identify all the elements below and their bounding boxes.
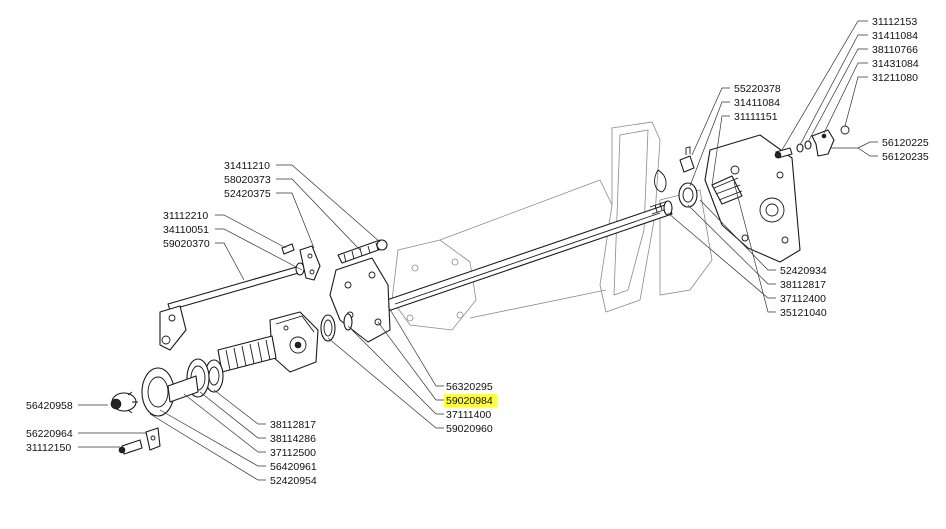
bracket-hardware — [774, 125, 850, 159]
brake-arm — [281, 243, 321, 281]
highlighted-part-number[interactable]: 59020984 — [446, 395, 493, 407]
part-number-label[interactable]: 59020960 — [446, 423, 493, 435]
part-number-label[interactable]: 37111400 — [446, 409, 491, 421]
part-number-label[interactable]: 31431084 — [872, 58, 919, 70]
part-number-labels: 31112153 31411084 38110766 31431084 3121… — [26, 16, 929, 487]
part-number-label[interactable]: 38114286 — [270, 433, 316, 445]
axle-assembly-drawing — [110, 121, 850, 455]
brake-backing-plate — [329, 239, 391, 343]
part-number-label[interactable]: 35121040 — [780, 307, 827, 319]
part-number-label[interactable]: 52420954 — [270, 475, 317, 487]
part-number-label[interactable]: 31411084 — [872, 30, 918, 42]
part-number-label[interactable]: 52420375 — [224, 188, 271, 200]
part-number-label[interactable]: 58020373 — [224, 174, 271, 186]
part-number-label[interactable]: 52420934 — [780, 265, 827, 277]
splined-shaft — [217, 335, 277, 373]
part-number-label[interactable]: 56420961 — [270, 461, 317, 473]
part-number-label[interactable]: 37112500 — [270, 447, 316, 459]
part-number-label[interactable]: 31211080 — [872, 72, 918, 84]
part-number-label[interactable]: 56420958 — [26, 400, 73, 412]
part-number-label[interactable]: 38110766 — [872, 44, 918, 56]
part-number-label[interactable]: 56120235 — [882, 151, 929, 163]
part-number-label[interactable]: 31411084 — [734, 97, 780, 109]
part-number-label[interactable]: 56120225 — [882, 137, 929, 149]
left-small-gear — [110, 391, 138, 414]
bearing-set — [320, 313, 353, 342]
carrier-block — [269, 311, 319, 373]
bottom-bracket-hardware — [118, 427, 161, 455]
highlight-box — [444, 394, 497, 407]
part-number-label[interactable]: 34110051 — [163, 224, 209, 236]
part-number-label[interactable]: 37112400 — [780, 293, 826, 305]
part-number-label[interactable]: 31112153 — [872, 16, 917, 28]
part-number-label[interactable]: 55220378 — [734, 83, 781, 95]
part-number-label[interactable]: 31411210 — [224, 160, 270, 172]
axle-housing — [391, 121, 713, 331]
hub-flange — [141, 367, 199, 417]
part-number-label[interactable]: 38112817 — [270, 419, 316, 431]
part-number-label[interactable]: 31111151 — [734, 111, 778, 123]
part-number-label[interactable]: 59020370 — [163, 238, 210, 250]
part-number-label[interactable]: 56320295 — [446, 381, 493, 393]
leader-lines — [78, 20, 878, 481]
axle-shaft — [382, 200, 673, 313]
part-number-label[interactable]: 56220964 — [26, 428, 73, 440]
part-number-label[interactable]: 31112150 — [26, 442, 71, 454]
part-number-label[interactable]: 38112817 — [780, 279, 826, 291]
part-number-label[interactable]: 31112210 — [163, 210, 208, 222]
